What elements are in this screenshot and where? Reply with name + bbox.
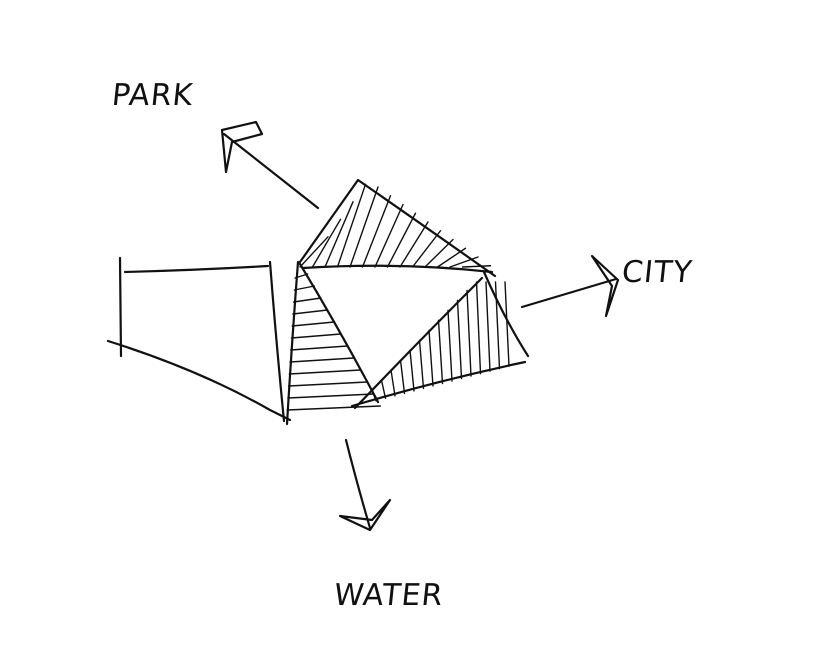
hatch-line <box>374 203 404 268</box>
hatch-line <box>371 389 377 402</box>
hatch-line <box>292 297 322 303</box>
hatch-line <box>386 212 417 268</box>
hatch-line <box>449 256 479 268</box>
label-park: PARK <box>110 78 196 113</box>
left-triangle <box>285 260 381 426</box>
arrow-to-water <box>338 438 392 532</box>
hatch-line <box>437 319 444 385</box>
hatch-line <box>290 333 342 339</box>
hatch-line <box>380 379 387 400</box>
hatch-line <box>466 289 472 377</box>
hatch-line <box>424 238 454 268</box>
hatch-line <box>418 339 425 390</box>
hatch-line <box>361 195 392 268</box>
hatch-line <box>293 285 315 291</box>
arrow-to-city <box>520 254 620 318</box>
hatch-line <box>409 349 415 392</box>
right-triangle <box>350 270 530 410</box>
hatch-line <box>292 309 329 315</box>
hatch-line <box>287 393 375 399</box>
hatch-line <box>475 281 482 375</box>
hatch-line <box>399 221 429 268</box>
hatch-line <box>287 381 368 387</box>
hatch-line <box>399 359 406 395</box>
site-block <box>106 256 292 423</box>
hatch-line <box>294 273 309 279</box>
arrow-to-park <box>220 120 320 210</box>
hatch-line <box>447 309 453 382</box>
hatch-line <box>456 299 463 380</box>
hatch-line <box>286 405 381 411</box>
hatch-line <box>324 201 354 268</box>
hatch-line <box>289 357 355 363</box>
hatch-line <box>290 345 348 351</box>
hatch-line <box>299 236 329 268</box>
hatch-line <box>311 218 342 268</box>
hatch-line <box>349 186 379 268</box>
label-water: WATER <box>332 578 446 613</box>
hatch-line <box>461 265 492 268</box>
hatch-line <box>436 247 467 268</box>
hatch-line <box>291 321 335 327</box>
hatch-line <box>336 183 367 268</box>
hatch-line <box>504 281 510 367</box>
hatch-line <box>494 281 501 370</box>
top-triangle <box>298 178 497 278</box>
hatch-line <box>428 329 434 387</box>
hatch-line <box>288 369 362 375</box>
hatch-line <box>390 369 396 397</box>
hatch-line <box>411 230 442 268</box>
label-city: CITY <box>620 255 695 290</box>
hatch-line <box>485 281 491 372</box>
